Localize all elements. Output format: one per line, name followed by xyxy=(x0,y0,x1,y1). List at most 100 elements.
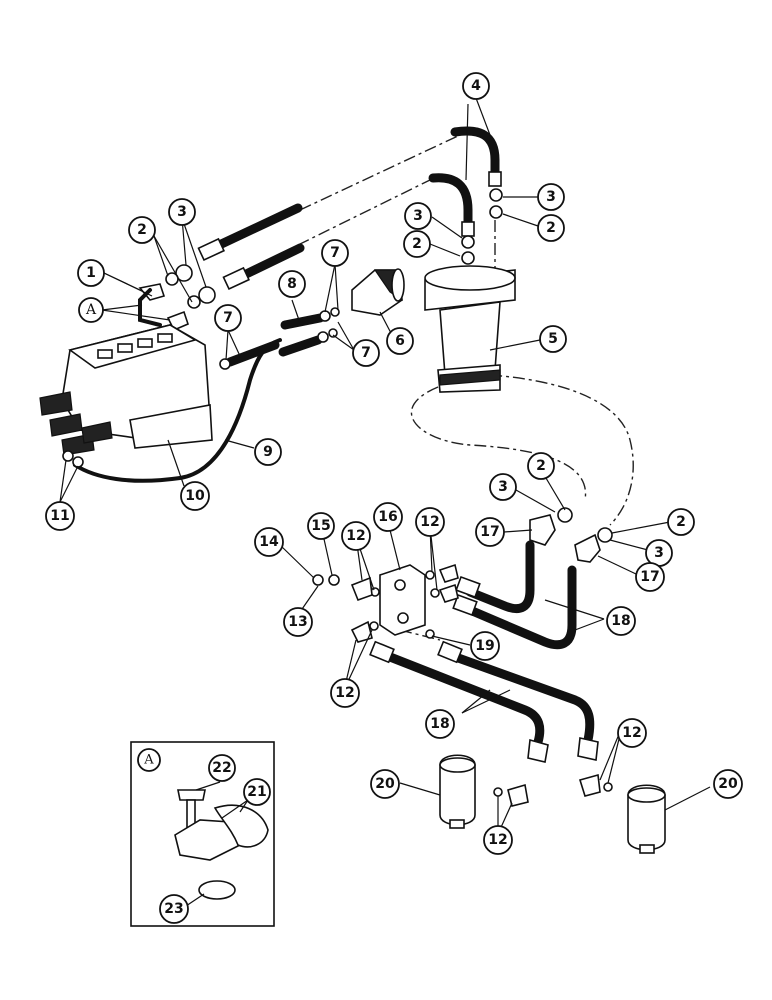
callout-4: 4 xyxy=(462,72,490,100)
callout-17-right: 17 xyxy=(635,562,665,592)
callout-23: 23 xyxy=(159,894,189,924)
filter-20-right xyxy=(627,784,666,854)
callout-15-label: 15 xyxy=(311,518,330,534)
callout-2-right-label: 2 xyxy=(676,514,686,530)
fittings-7-8 xyxy=(219,307,340,370)
callout-2-middle: 2 xyxy=(403,230,431,258)
callout-15: 15 xyxy=(307,512,335,540)
filter-20-left xyxy=(439,754,476,829)
callout-13: 13 xyxy=(283,607,313,637)
callout-2-middle-label: 2 xyxy=(412,236,422,252)
callout-7-upper-label: 7 xyxy=(330,245,340,261)
callout-6: 6 xyxy=(386,327,414,355)
callout-7-upper: 7 xyxy=(321,239,349,267)
hoses-18 xyxy=(452,540,577,650)
callout-21-label: 21 xyxy=(247,784,266,800)
callout-7-lower: 7 xyxy=(352,339,380,367)
inset-label-a-text: A xyxy=(143,753,154,768)
callout-2-top-right: 2 xyxy=(537,214,565,242)
callout-18-lower-label: 18 xyxy=(430,716,449,732)
dashed-routing-lines xyxy=(297,134,634,641)
leader-lines xyxy=(59,97,711,835)
callout-12-left-label: 12 xyxy=(346,528,365,544)
callout-7-lower-label: 7 xyxy=(361,345,371,361)
callout-20-left: 20 xyxy=(370,769,400,799)
callout-12-bottom: 12 xyxy=(483,825,513,855)
callout-22: 22 xyxy=(208,754,236,782)
reservoir-5 xyxy=(424,265,516,393)
callout-14: 14 xyxy=(254,527,284,557)
callout-5-label: 5 xyxy=(548,331,558,347)
callout-2-right: 2 xyxy=(667,508,695,536)
callout-3-right-label: 3 xyxy=(654,545,664,561)
callout-2-right-middle-label: 2 xyxy=(536,458,546,474)
callout-2-left-label: 2 xyxy=(137,222,147,238)
callout-3-right: 3 xyxy=(645,539,673,567)
callout-10-label: 10 xyxy=(185,488,205,504)
fittings-left xyxy=(138,264,216,332)
callout-a: A xyxy=(78,297,104,323)
callout-5: 5 xyxy=(539,325,567,353)
callout-4-label: 4 xyxy=(471,78,481,94)
callout-12-bottom-label: 12 xyxy=(488,832,507,848)
pump-6 xyxy=(351,268,405,316)
callout-16-label: 16 xyxy=(378,509,397,525)
callout-9-label: 9 xyxy=(263,444,273,460)
callout-3-right-middle: 3 xyxy=(489,473,517,501)
callout-17-left: 17 xyxy=(475,517,505,547)
callout-18-lower: 18 xyxy=(425,709,455,739)
callout-2-right-middle: 2 xyxy=(527,452,555,480)
callout-11: 11 xyxy=(45,501,75,531)
callout-12-lower-left-label: 12 xyxy=(335,685,354,701)
small-fittings xyxy=(312,563,459,643)
callout-18-right-label: 18 xyxy=(611,613,630,629)
callout-13-label: 13 xyxy=(288,614,307,630)
callout-20-right-label: 20 xyxy=(718,776,738,792)
callout-8-label: 8 xyxy=(287,276,297,292)
callout-1: 1 xyxy=(77,259,105,287)
callout-20-right: 20 xyxy=(713,769,743,799)
hoses-18-lower xyxy=(369,640,599,763)
inset-detail-a xyxy=(130,741,275,927)
callout-12-top-label: 12 xyxy=(420,514,439,530)
callout-3-top-right-label: 3 xyxy=(546,189,556,205)
fittings-lower-12 xyxy=(493,773,613,807)
fittings-top-right xyxy=(461,188,503,265)
callout-11-label: 11 xyxy=(50,508,69,524)
callout-12-lower-right: 12 xyxy=(617,718,647,748)
fittings-right-middle xyxy=(529,507,613,563)
callout-17-left-label: 17 xyxy=(480,524,499,540)
callout-9: 9 xyxy=(254,438,282,466)
callout-3-left-label: 3 xyxy=(177,204,187,220)
callout-2-left: 2 xyxy=(128,216,156,244)
callout-18-right: 18 xyxy=(606,606,636,636)
callout-19: 19 xyxy=(470,631,500,661)
hose-lines-left xyxy=(197,203,305,291)
callout-20-left-label: 20 xyxy=(375,776,395,792)
callout-2-top-right-label: 2 xyxy=(546,220,556,236)
callout-23-label: 23 xyxy=(164,901,183,917)
callout-12-top: 12 xyxy=(415,507,445,537)
callout-3-left: 3 xyxy=(168,198,196,226)
callout-6-label: 6 xyxy=(395,333,405,349)
callout-8: 8 xyxy=(278,270,306,298)
callout-7-left-label: 7 xyxy=(223,310,233,326)
callout-14-label: 14 xyxy=(259,534,279,550)
callout-12-lower-right-label: 12 xyxy=(622,725,641,741)
callout-7-left: 7 xyxy=(214,304,242,332)
control-valve xyxy=(39,324,213,456)
callout-a-label: A xyxy=(85,302,97,318)
callout-19-label: 19 xyxy=(475,638,494,654)
callout-3-middle-label: 3 xyxy=(413,208,423,224)
pipe-9 xyxy=(62,338,282,483)
manifold-16 xyxy=(379,564,426,636)
callout-21: 21 xyxy=(243,778,271,806)
inset-label-a: A xyxy=(137,748,161,772)
callout-12-lower-left: 12 xyxy=(330,678,360,708)
callout-10: 10 xyxy=(180,481,210,511)
callout-22-label: 22 xyxy=(212,760,231,776)
callout-17-right-label: 17 xyxy=(640,569,659,585)
callout-16: 16 xyxy=(373,502,403,532)
